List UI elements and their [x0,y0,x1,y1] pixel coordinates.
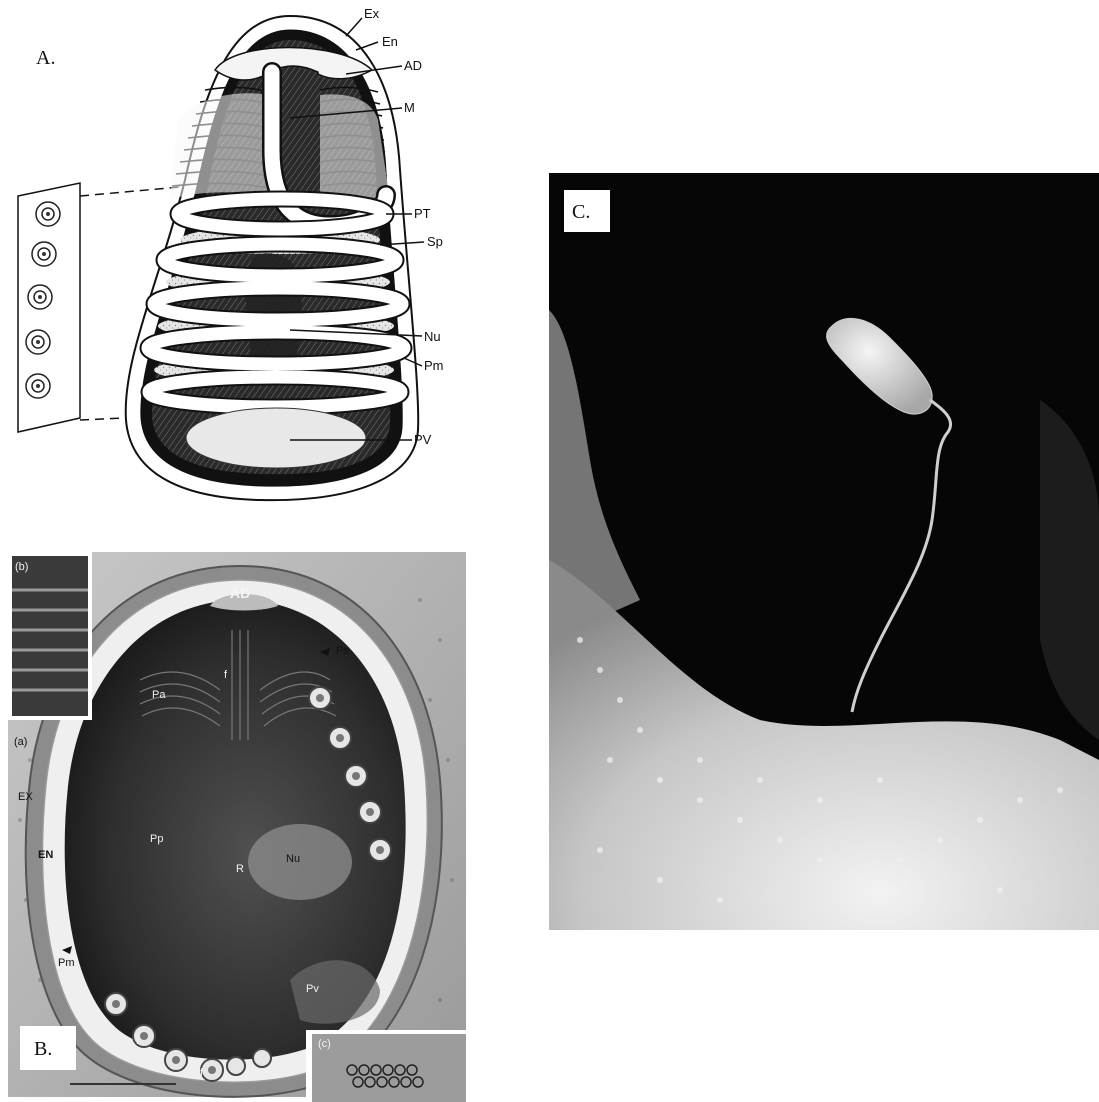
label-m: M [404,100,415,115]
label-pv: PV [414,432,432,447]
label-pm: Pm [424,358,444,373]
label-ex: Ex [364,6,380,21]
em-label-r: R [236,863,244,875]
em-label-pv: Pv [306,983,319,995]
inset-c: (c) [306,1030,466,1102]
inset-a-label: (a) [14,736,27,748]
panel-c-letter: C. [572,201,590,223]
em-label-pm: Pm [58,957,75,969]
label-pt: PT [414,206,431,221]
em-label-pp: Pp [150,833,163,845]
em-label-ad: AD [230,585,250,601]
label-nu: Nu [424,329,441,344]
panel-c: C. [549,173,1099,930]
inset-b: (b) [8,552,92,720]
panel-b: (b) (c) B. AD f Ps Pa (a) EX EN [8,552,466,1102]
inset-b-label: (b) [15,561,28,573]
posterior-vacuole [186,408,366,468]
label-sp: Sp [427,234,443,249]
em-label-ex: EX [18,791,33,803]
em-label-pa: Pa [152,689,166,701]
label-en: En [382,34,398,49]
em-label-en: EN [38,849,53,861]
em-label-ps: Ps [336,645,349,657]
panel-b-letter: B. [34,1038,52,1060]
inset-c-label: (c) [318,1038,331,1050]
label-ad: AD [404,58,422,73]
panel-a: A. [18,6,444,500]
panel-a-letter: A. [36,47,55,69]
em-label-nu: Nu [286,853,300,865]
